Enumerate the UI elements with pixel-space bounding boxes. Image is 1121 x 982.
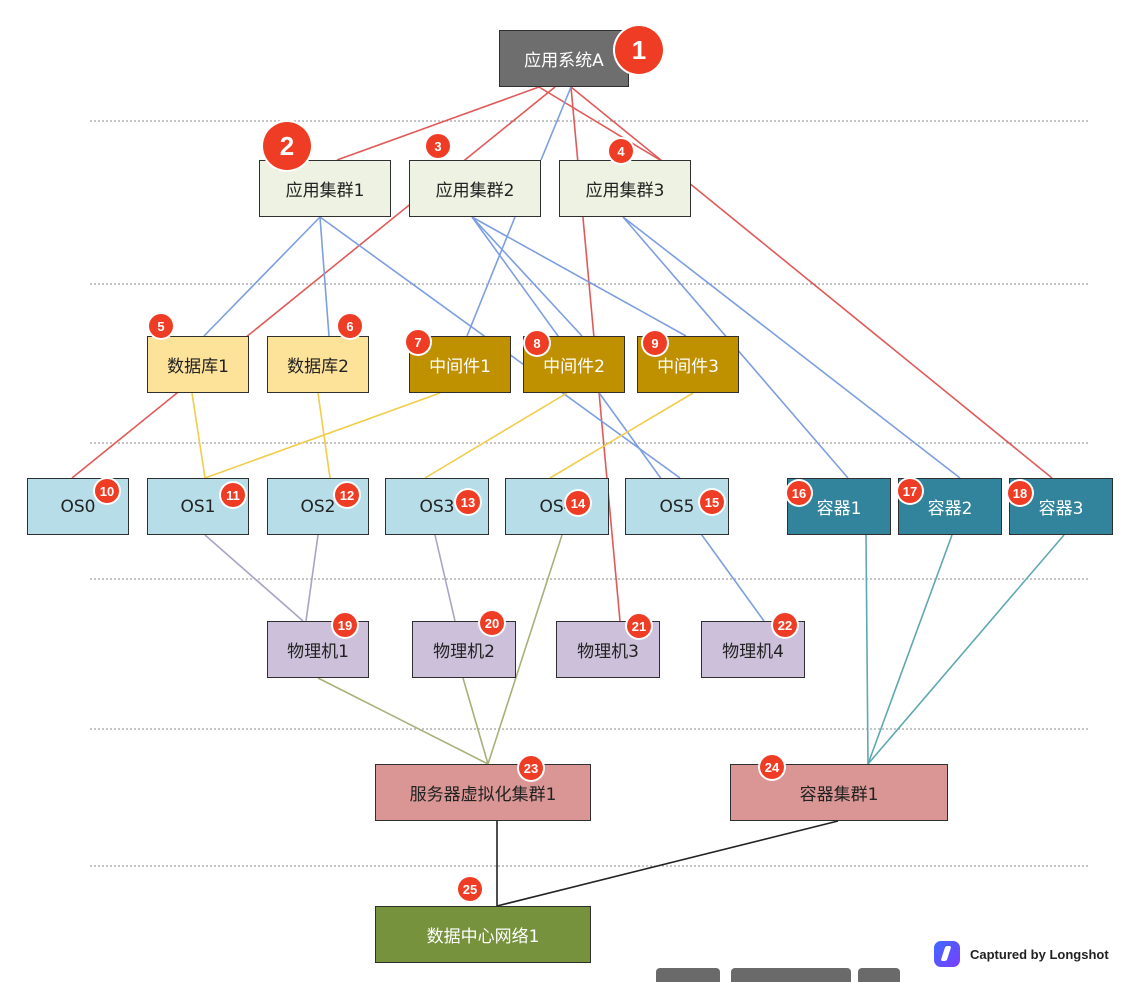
node-label: OS2 (300, 496, 336, 517)
node-db1: 数据库1 (147, 336, 249, 393)
nav-arrows-button[interactable] (656, 968, 720, 982)
edge-db1-os1 (191, 392, 206, 479)
edge-cc1-dcn (496, 820, 839, 907)
number-badge-1: 1 (615, 26, 663, 74)
number-badge-9: 9 (643, 331, 667, 355)
node-label: 容器3 (1038, 499, 1084, 519)
node-label: 应用集群1 (285, 181, 365, 201)
longshot-watermark: Captured by Longshot (934, 940, 1109, 968)
node-label: 应用系统A (524, 51, 604, 71)
number-badge-25: 25 (458, 877, 482, 901)
edge-mw2-os3 (424, 392, 568, 479)
number-badge-6: 6 (338, 314, 362, 338)
node-label: 物理机3 (577, 642, 639, 662)
node-label: 中间件3 (657, 357, 719, 377)
edge-c1-db1 (203, 216, 321, 337)
edge-pm2-vc1 (462, 677, 489, 765)
node-label: 物理机4 (722, 642, 784, 662)
node-label: 物理机1 (287, 642, 349, 662)
viewer-options-button[interactable] (858, 968, 900, 982)
node-label: OS1 (180, 496, 216, 517)
node-label: OS3 (419, 496, 455, 517)
node-label: 应用集群3 (585, 181, 665, 201)
number-badge-20: 20 (480, 611, 504, 635)
edge-app-ct3 (570, 86, 1053, 479)
edge-mw3-os4 (549, 392, 694, 479)
node-label: 中间件2 (543, 357, 605, 377)
node-app: 应用系统A (499, 30, 629, 87)
edge-pm1-vc1 (317, 677, 489, 765)
node-label: 容器2 (927, 499, 973, 519)
edge-c2-mw1 (466, 216, 516, 337)
number-badge-5: 5 (149, 314, 173, 338)
node-label: 服务器虚拟化集群1 (409, 785, 557, 805)
edge-os1-pm1 (204, 534, 304, 622)
number-badge-14: 14 (566, 491, 590, 515)
number-badge-13: 13 (456, 490, 480, 514)
node-label: 容器1 (816, 499, 862, 519)
number-badge-10: 10 (95, 479, 119, 503)
edge-mw1-os1 (204, 392, 441, 479)
longshot-logo-icon (934, 941, 960, 967)
node-os4: OS4 (505, 478, 609, 535)
edge-c2-pm4 (471, 216, 765, 622)
edge-ct3-cc1 (867, 534, 1065, 765)
number-badge-3: 3 (426, 134, 450, 158)
node-label: OS4 (539, 496, 575, 517)
number-badge-18: 18 (1008, 481, 1032, 505)
node-label: 物理机2 (433, 642, 495, 662)
edge-app-os0 (71, 86, 556, 479)
node-label: 数据库1 (167, 357, 229, 377)
node-c3: 应用集群3 (559, 160, 691, 217)
number-badge-12: 12 (335, 483, 359, 507)
edge-c1-db2 (319, 216, 330, 337)
edge-ct1-cc1 (865, 534, 869, 765)
node-label: OS0 (60, 496, 96, 517)
number-badge-11: 11 (221, 483, 245, 507)
node-label: 中间件1 (429, 357, 491, 377)
node-vc1: 服务器虚拟化集群1 (375, 764, 591, 821)
node-c2: 应用集群2 (409, 160, 541, 217)
number-badge-8: 8 (525, 331, 549, 355)
number-badge-19: 19 (333, 613, 357, 637)
edge-app-c1 (336, 86, 540, 161)
node-label: 数据中心网络1 (426, 927, 540, 947)
node-label: 容器集群1 (799, 785, 879, 805)
number-badge-21: 21 (627, 614, 651, 638)
node-db2: 数据库2 (267, 336, 369, 393)
node-label: 数据库2 (287, 357, 349, 377)
node-c1: 应用集群1 (259, 160, 391, 217)
number-badge-4: 4 (609, 139, 633, 163)
edge-c2-mw2 (471, 216, 583, 337)
number-badge-16: 16 (787, 481, 811, 505)
watermark-text: Captured by Longshot (970, 946, 1109, 962)
edge-c3-ct2 (622, 216, 961, 479)
number-badge-2: 2 (263, 122, 311, 170)
node-label: 应用集群2 (435, 181, 515, 201)
node-label: OS5 (659, 496, 695, 517)
edge-app-c3 (538, 86, 661, 161)
number-badge-22: 22 (773, 613, 797, 637)
zoom-controls[interactable] (731, 968, 851, 982)
edge-os2-pm1 (305, 534, 319, 622)
number-badge-7: 7 (406, 330, 430, 354)
node-cc1: 容器集群1 (730, 764, 948, 821)
number-badge-23: 23 (519, 756, 543, 780)
edge-c2-mw3 (471, 216, 687, 337)
number-badge-17: 17 (898, 479, 922, 503)
edge-ct2-cc1 (867, 534, 953, 765)
edge-os4-vc1 (487, 534, 563, 765)
node-dcn: 数据中心网络1 (375, 906, 591, 963)
number-badge-15: 15 (700, 490, 724, 514)
viewer-toolbar-fragment (656, 968, 900, 982)
edge-os3-pm2 (434, 534, 456, 622)
edge-app-c2 (540, 86, 572, 161)
number-badge-24: 24 (760, 755, 784, 779)
